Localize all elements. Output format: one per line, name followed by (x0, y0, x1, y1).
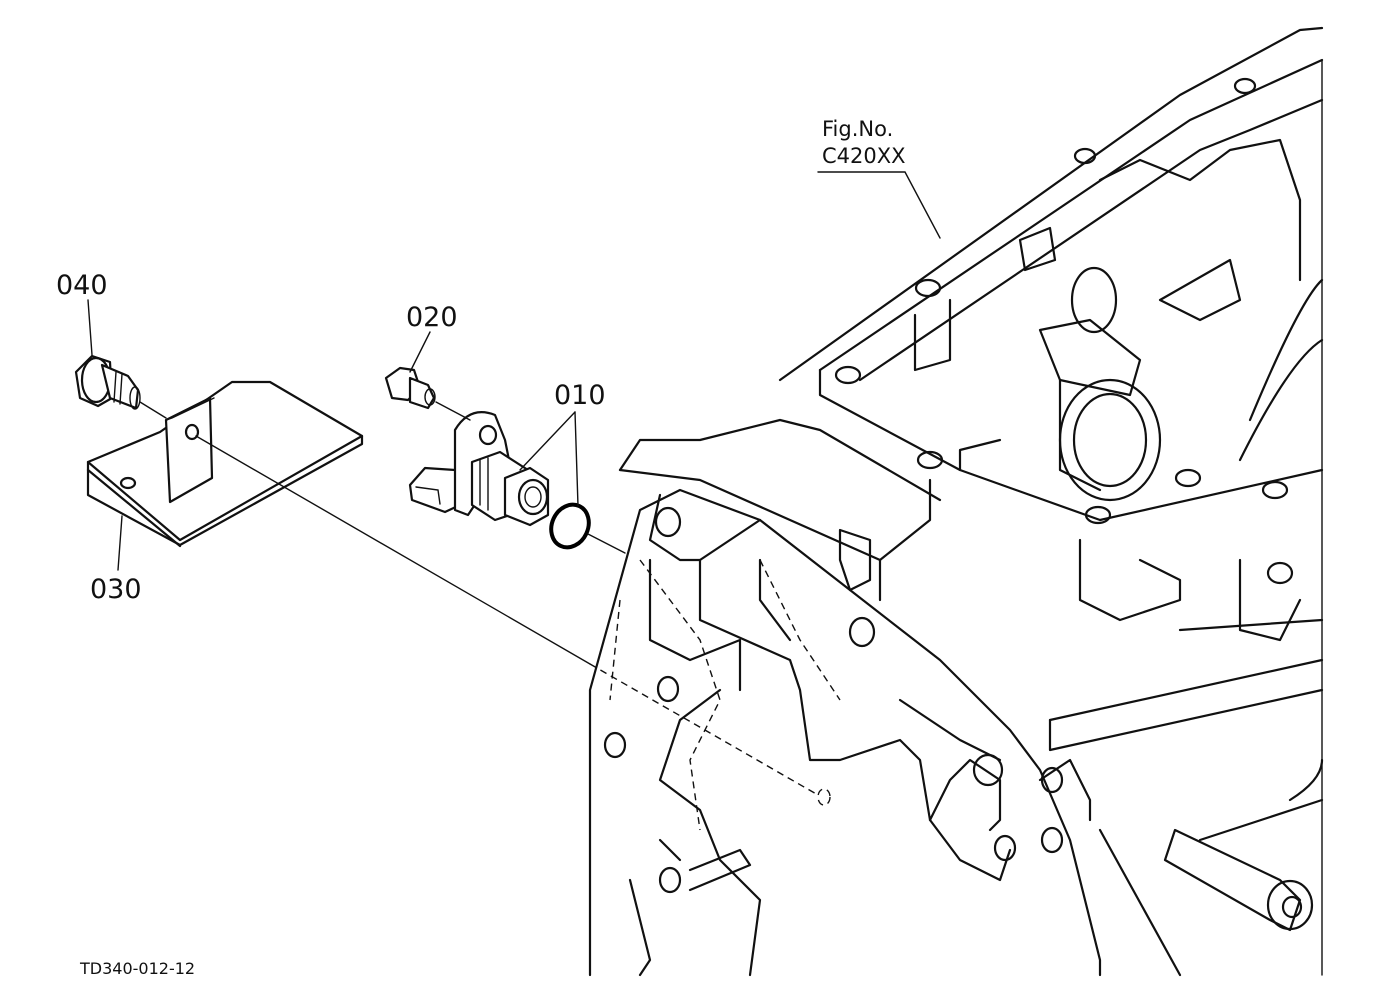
o-ring-part (549, 502, 591, 550)
callout-020: 020 (406, 302, 458, 333)
engine-housing (778, 26, 1324, 977)
gear-case-plate (588, 418, 1102, 977)
figure-reference-label: Fig.No. (822, 117, 893, 141)
crank-position-sensor (408, 411, 550, 527)
callout-030: 030 (90, 574, 142, 605)
callout-010: 010 (554, 380, 606, 411)
assembly-guide-lines (139, 401, 831, 806)
sensor-bolt (384, 366, 436, 410)
callout-leaders (87, 171, 941, 571)
sensor-bracket (86, 380, 364, 548)
bracket-bolt (74, 354, 141, 410)
callout-040: 040 (56, 270, 108, 301)
figure-reference-number: C420XX (822, 144, 906, 168)
drawing-code: TD340-012-12 (79, 959, 195, 978)
